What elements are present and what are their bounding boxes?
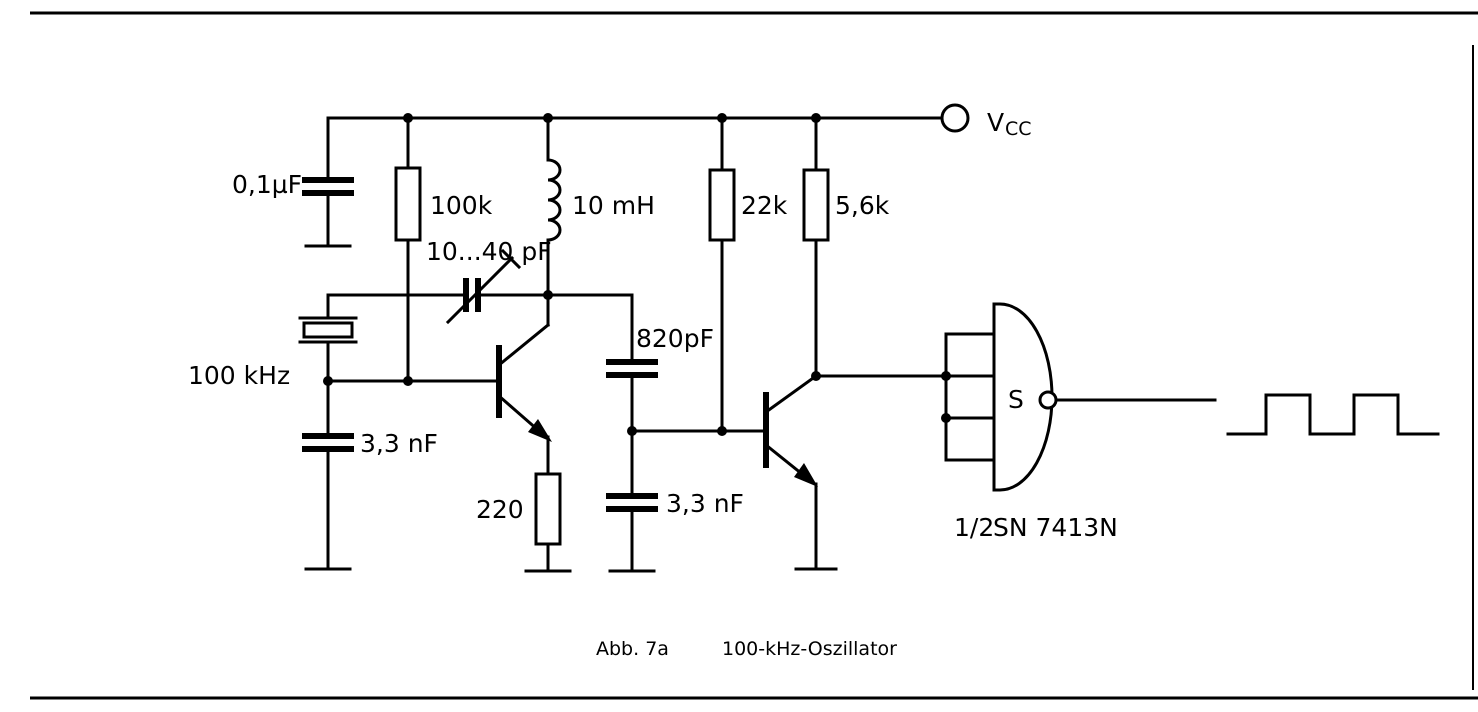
figure-title: 100-kHz-Oszillator <box>722 638 897 660</box>
inductor-label: 10 mH <box>572 191 655 220</box>
inductor-10mh: 10 mH <box>546 116 655 297</box>
bypass-capacitor-label: 0,1µF <box>232 170 302 199</box>
resistor-22k: 22k <box>708 116 788 433</box>
resistor-220-label: 220 <box>476 495 524 524</box>
bypass-capacitor: 0,1µF <box>232 116 354 248</box>
transistor-2 <box>763 373 838 571</box>
nand-gate: S <box>992 302 1217 492</box>
vcc-rail: V CC <box>326 103 1032 140</box>
gate-symbol: S <box>1008 385 1024 414</box>
transistor-1 <box>496 293 552 476</box>
figure-caption: Abb. 7a 100-kHz-Oszillator <box>596 638 897 660</box>
frame-lines <box>30 11 1478 700</box>
coupling-capacitor-label: 820pF <box>636 324 714 353</box>
resistor-5-6k-label: 5,6k <box>835 191 890 220</box>
resistor-100k: 100k <box>394 116 493 383</box>
crystal-100khz: 100 kHz <box>188 293 358 437</box>
gate-part-label: 1/2 SN 7413N <box>954 513 1118 542</box>
base-capacitor-left-label: 3,3 nF <box>360 429 438 458</box>
resistor-100k-label: 100k <box>430 191 493 220</box>
junction-dots <box>323 113 951 436</box>
gate-input-wiring <box>814 332 996 462</box>
resistor-22k-label: 22k <box>741 191 788 220</box>
vcc-subscript: CC <box>1005 118 1032 140</box>
figure-number: Abb. 7a <box>596 638 669 660</box>
gate-part-name: SN 7413N <box>993 513 1118 542</box>
base-capacitor-left: 3,3 nF <box>302 379 499 571</box>
crystal-label: 100 kHz <box>188 361 290 390</box>
trimmer-label: 10...40 pF <box>426 237 552 266</box>
gate-part-fraction: 1/2 <box>954 513 994 542</box>
base-capacitor-right-label: 3,3 nF <box>666 489 744 518</box>
trimmer-capacitor: 10...40 pF <box>326 237 634 325</box>
resistor-220: 220 <box>476 472 572 573</box>
vcc-label: V <box>987 108 1004 137</box>
output-waveform <box>1226 393 1440 436</box>
resistor-5-6k: 5,6k <box>802 116 890 378</box>
